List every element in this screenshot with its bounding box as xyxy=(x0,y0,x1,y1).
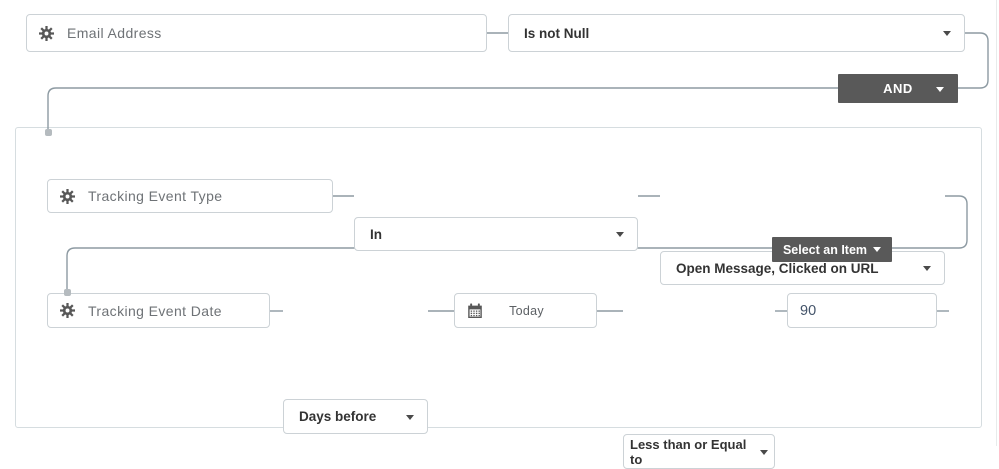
chevron-down-icon xyxy=(616,232,624,237)
gear-icon[interactable] xyxy=(60,303,75,318)
field-chip-tracking-event-type[interactable]: Tracking Event Type xyxy=(47,179,333,213)
dropdown-value: Is not Null xyxy=(524,25,590,41)
operator-dropdown-in[interactable]: In xyxy=(354,217,638,251)
dropdown-value: Less than or Equal to xyxy=(630,436,747,467)
date-value: Today xyxy=(509,303,544,318)
date-picker-today[interactable]: Today xyxy=(454,293,597,328)
chevron-down-icon xyxy=(760,450,768,455)
chevron-down-icon xyxy=(923,266,931,271)
chevron-down-icon xyxy=(936,86,944,92)
field-label: Tracking Event Type xyxy=(88,188,223,204)
chevron-down-icon xyxy=(873,247,882,252)
junction-dot xyxy=(45,129,52,136)
operator-dropdown-days-before[interactable]: Days before xyxy=(283,399,428,434)
conjunction-label: Select an Item xyxy=(782,242,868,257)
conjunction-label: AND xyxy=(883,81,913,96)
field-chip-email-address[interactable]: Email Address xyxy=(26,14,487,52)
filter-builder-canvas: Email Address Is not Null AND Tracking E… xyxy=(15,0,997,469)
comparator-dropdown-less-equal[interactable]: Less than or Equal to xyxy=(623,434,775,469)
chevron-down-icon xyxy=(943,31,951,36)
page-edge-divider xyxy=(995,0,997,446)
calendar-icon[interactable] xyxy=(467,303,483,319)
amount-input-wrapper xyxy=(787,293,937,328)
wire-value-to-next-rule xyxy=(66,195,968,291)
field-label: Email Address xyxy=(67,25,162,41)
amount-input[interactable] xyxy=(788,294,936,327)
field-chip-tracking-event-date[interactable]: Tracking Event Date xyxy=(47,293,270,328)
wire-operator-to-group xyxy=(47,32,989,131)
dropdown-value: In xyxy=(370,226,382,242)
gear-icon[interactable] xyxy=(39,25,54,41)
dropdown-value: Days before xyxy=(299,409,377,424)
junction-dot xyxy=(64,289,71,296)
dropdown-value: Open Message, Clicked on URL xyxy=(676,260,879,276)
conjunction-and-button[interactable]: AND xyxy=(838,74,958,103)
chevron-down-icon xyxy=(406,414,414,420)
gear-icon[interactable] xyxy=(60,188,75,204)
field-label: Tracking Event Date xyxy=(88,302,222,319)
connector-wires xyxy=(47,32,989,312)
operator-dropdown-is-not-null[interactable]: Is not Null xyxy=(508,14,965,52)
conjunction-select-item-button[interactable]: Select an Item xyxy=(772,237,892,262)
